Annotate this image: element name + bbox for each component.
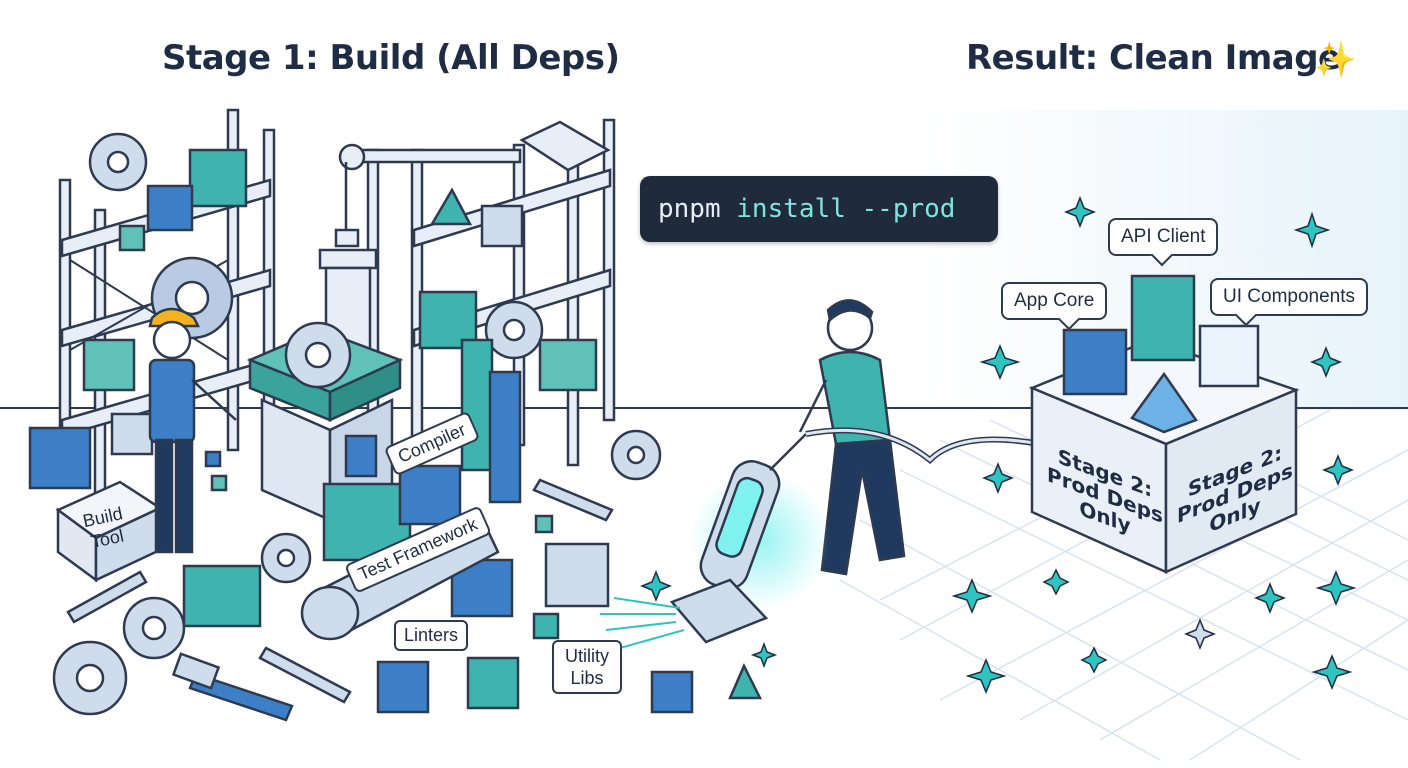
api-client-bubble: API Client [1108, 218, 1219, 256]
person-vacuuming [798, 299, 906, 576]
sparkles-icon: ✨ [1314, 41, 1357, 79]
gear-icon [122, 596, 186, 660]
command-box: pnpm install --prod [640, 176, 998, 242]
gear-icon [52, 640, 128, 716]
stage-one-title: Stage 1: Build (All Deps) [162, 38, 620, 78]
cubes-clutter [28, 148, 763, 714]
gear-icon [610, 429, 662, 481]
gear-icon [88, 132, 148, 192]
command-text: pnpm install --prod [658, 194, 955, 224]
gear-icon [284, 321, 352, 389]
prod-cubes [1062, 274, 1260, 434]
sparkle-icons [639, 195, 1357, 694]
command-prefix: pnpm [658, 194, 737, 224]
utility-libs-label: Utility Libs [552, 640, 622, 694]
wrench-icon [258, 646, 352, 704]
suction-beams [600, 597, 685, 649]
worker-figure [148, 307, 237, 554]
app-core-bubble: App Core [1001, 282, 1108, 320]
vacuum-cleaner [669, 427, 1041, 644]
wrench-icon [532, 478, 614, 522]
gear-icon [484, 300, 544, 360]
hammer-icon [171, 652, 294, 722]
gear-icon [260, 532, 312, 584]
linters-label: Linters [394, 620, 469, 651]
result-title: Result: Clean Image [966, 38, 1341, 78]
ui-components-bubble: UI Components [1210, 278, 1369, 316]
wrench-icon [66, 570, 148, 624]
crane [318, 143, 522, 432]
command-args: install --prod [736, 194, 956, 224]
